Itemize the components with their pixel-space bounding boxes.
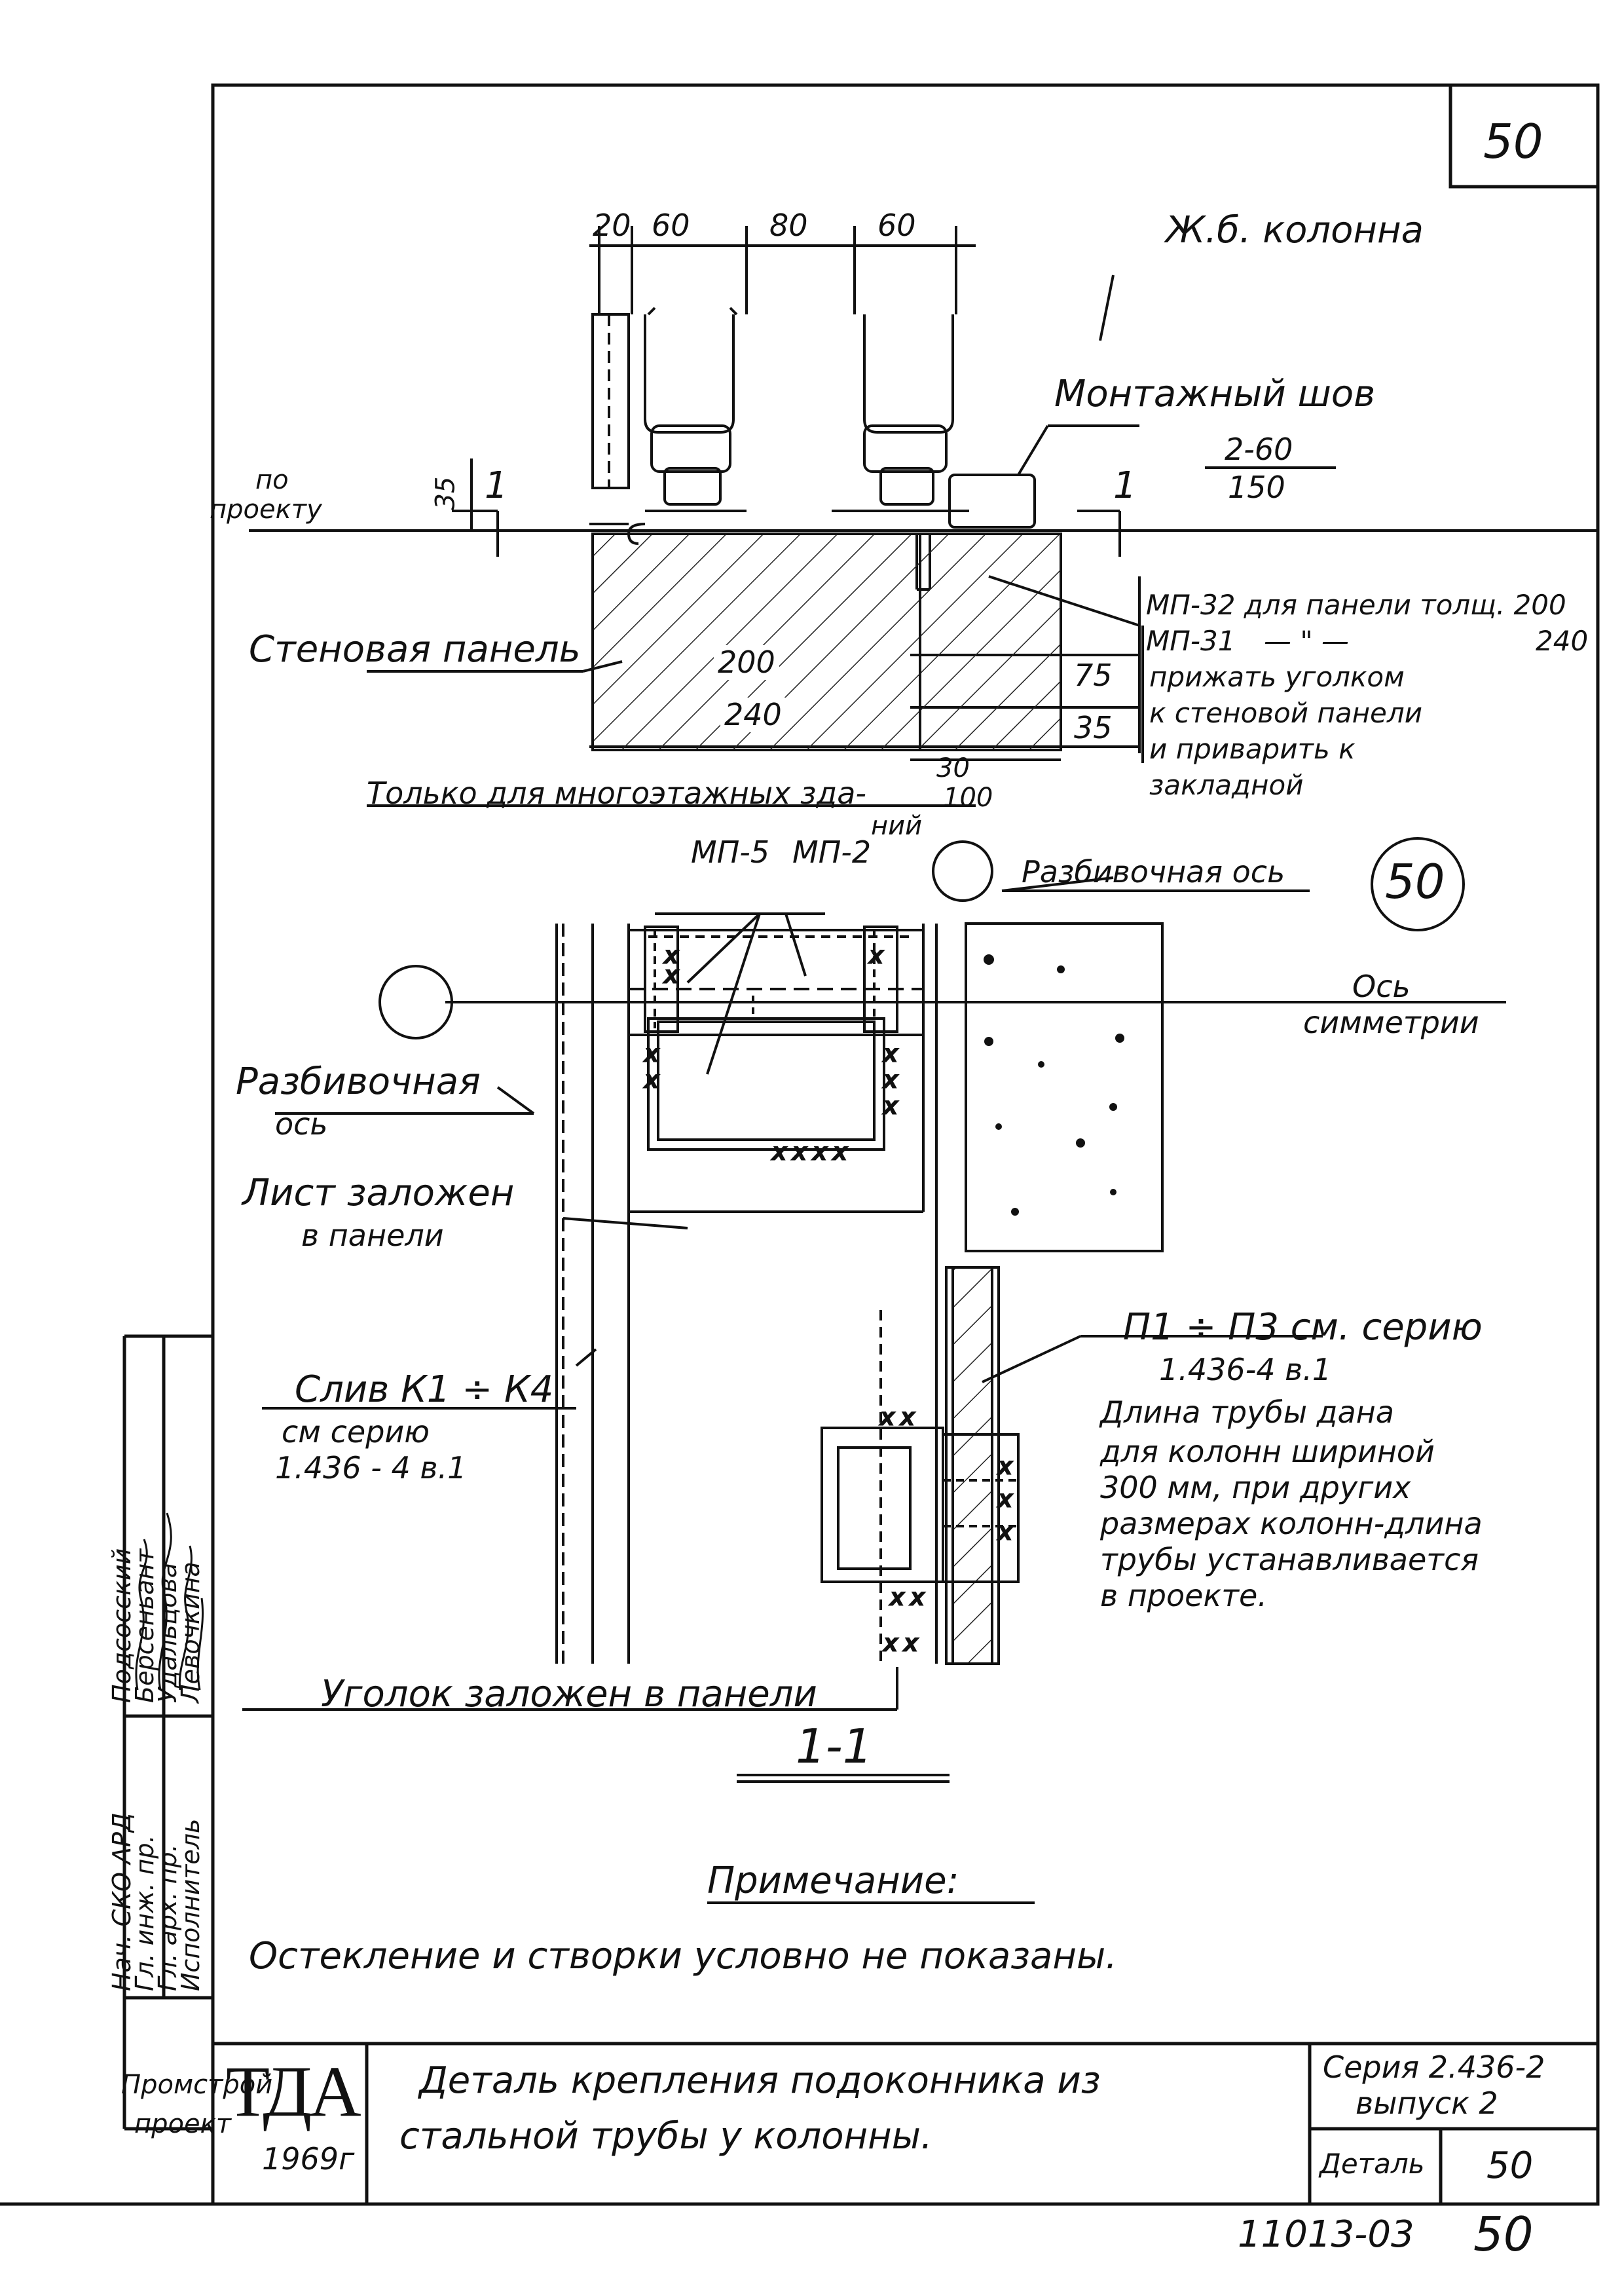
drain-series-2: 1.436 - 4 в.1 — [275, 1450, 467, 1486]
seam-numerator: 2-60 — [1225, 432, 1293, 467]
svg-text:x: x — [883, 1093, 898, 1119]
press-note-3: и приварить к — [1149, 733, 1356, 765]
svg-text:x: x — [883, 1041, 898, 1067]
tube-note-6: в проекте. — [1100, 1578, 1267, 1613]
stamp-org-2: проект — [134, 2109, 232, 2139]
footer-code: 11013-03 — [1238, 2213, 1414, 2256]
only-multistorey-2: ний — [871, 811, 923, 841]
symmetry-axis-1: Ось — [1352, 969, 1411, 1004]
svg-text:x x: x x — [883, 1630, 918, 1656]
dim-80: 80 — [769, 208, 808, 243]
p1-p3-series: 1.436-4 в.1 — [1159, 1352, 1332, 1387]
mp5-label: МП-5 — [691, 834, 770, 870]
mount-seam-label: Монтажный шов — [1054, 373, 1376, 415]
tube-note-3: 300 мм, при других — [1100, 1470, 1411, 1505]
dim-240: 240 — [720, 698, 786, 732]
note-text: Остекление и створки условно не показаны… — [249, 1935, 1117, 1977]
elevation-section-lower — [242, 912, 1506, 1904]
dim-60-a: 60 — [652, 208, 690, 243]
svg-text:x x x x: x x x x — [772, 1139, 847, 1165]
note-title: Примечание: — [707, 1860, 959, 1902]
press-note-2: к стеновой панели — [1149, 697, 1423, 729]
svg-text:x: x — [664, 943, 678, 969]
detail-number: 50 — [1486, 2144, 1534, 2187]
mp31-ditto: — " — — [1264, 625, 1350, 657]
svg-text:x x: x x — [890, 1584, 925, 1611]
concrete-specks — [984, 954, 1124, 1216]
svg-text:x: x — [644, 1041, 659, 1067]
press-note-4: закладной — [1149, 769, 1304, 801]
per-project-2: проекту — [210, 495, 322, 525]
mp31-label: МП-31 — [1146, 625, 1236, 657]
mp32-label: МП-32 для панели толщ. 200 — [1146, 589, 1566, 621]
drawing-title-1: Деталь крепления подоконника из — [419, 2059, 1101, 2102]
signatures — [135, 1512, 204, 1691]
sheet-embedded-1: Лист заложен — [242, 1172, 515, 1214]
seam-fraction-line — [1205, 466, 1336, 469]
dim-35-left: 35 — [430, 476, 461, 510]
sheet-number-box — [1449, 83, 1600, 189]
detail-label: Деталь — [1320, 2148, 1425, 2180]
drawing-title-2: стальной трубы у колонны. — [399, 2115, 932, 2158]
tube-note-2: для колонн шириной — [1100, 1434, 1435, 1469]
svg-text:x: x — [998, 1453, 1012, 1480]
svg-text:x: x — [664, 962, 678, 988]
dim-200: 200 — [714, 645, 779, 680]
p1-p3-label: П1 ÷ П3 см. серию — [1123, 1306, 1483, 1349]
only-multistorey-1: Только для многоэтажных зда- — [367, 776, 866, 811]
layout-axis-top: Разбивочная ось — [1022, 854, 1285, 889]
svg-text:x x: x x — [880, 1404, 915, 1431]
wall-panel-label: Стеновая панель — [249, 628, 581, 671]
tube-note-5: трубы устанавливается — [1100, 1542, 1479, 1577]
symmetry-axis-2: симметрии — [1303, 1005, 1479, 1040]
svg-text:x: x — [998, 1486, 1012, 1512]
sheet-frame — [211, 83, 1600, 2206]
svg-text:x: x — [883, 1067, 898, 1093]
footer-number: 50 — [1473, 2207, 1534, 2262]
tube-note-4: размерах колонн-длина — [1100, 1506, 1483, 1541]
dim-35-right: 35 — [1074, 710, 1113, 745]
mp2-label: МП-2 — [792, 834, 872, 870]
sheet-number: 50 — [1483, 114, 1543, 169]
issue-label: выпуск 2 — [1356, 2086, 1498, 2121]
layout-axis-left-1: Разбивочная — [236, 1060, 481, 1103]
dim-100: 100 — [943, 783, 993, 813]
dim-75: 75 — [1074, 658, 1113, 693]
mp31-thickness: 240 — [1536, 625, 1589, 657]
weld-marks: x x x x x x x x x x x x x x x x x x x x … — [644, 942, 1014, 1658]
dim-60-b: 60 — [877, 208, 916, 243]
section-mark-left: 1 — [485, 464, 508, 507]
stamp-role-4: Исполнитель — [176, 1818, 205, 1991]
stamp-logo: ТДА — [226, 2051, 361, 2131]
stamp-year: 1969г — [262, 2141, 355, 2177]
tube-note-1: Длина трубы дана — [1100, 1394, 1394, 1430]
per-project-1: по — [255, 465, 289, 495]
angle-embedded-label: Уголок заложен в панели — [321, 1673, 817, 1715]
layout-axis-left-2: ось — [275, 1106, 328, 1142]
dim-20: 20 — [593, 208, 631, 243]
seam-denominator: 150 — [1228, 470, 1285, 505]
drain-series-1: см серию — [282, 1414, 430, 1450]
section-mark-right: 1 — [1113, 464, 1137, 507]
svg-text:x: x — [869, 943, 883, 969]
svg-text:x: x — [644, 1067, 659, 1093]
series-label: Серия 2.436-2 — [1323, 2049, 1545, 2085]
drain-label: Слив К1 ÷ К4 — [295, 1368, 554, 1411]
press-note-1: прижать уголком — [1149, 661, 1405, 693]
column-label: Ж.б. колонна — [1166, 209, 1424, 252]
svg-text:x: x — [998, 1519, 1012, 1545]
stamp-org-1: Промстрой — [121, 2070, 273, 2100]
dim-30: 30 — [936, 753, 970, 783]
sheet-embedded-2: в панели — [301, 1218, 444, 1253]
section-title: 1-1 — [796, 1719, 873, 1774]
circle-50: 50 — [1385, 854, 1445, 909]
